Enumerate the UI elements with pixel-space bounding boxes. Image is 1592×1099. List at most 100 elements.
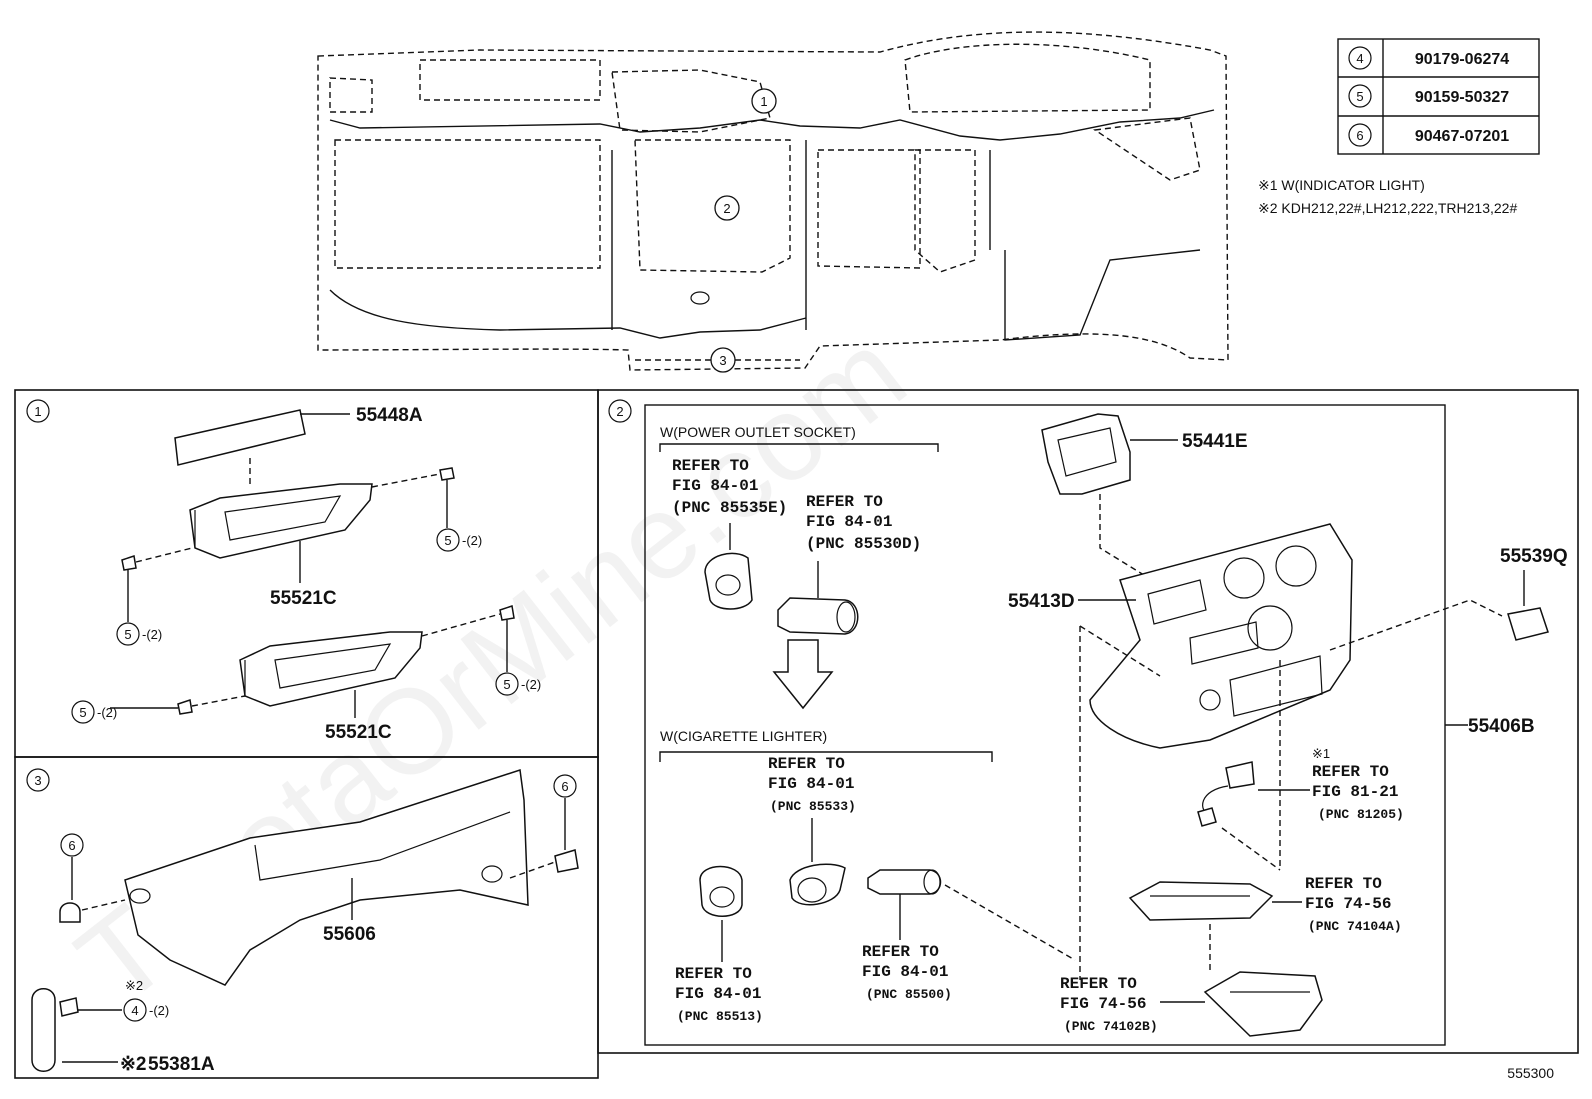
fastener-callout-5b: 5 -(2) xyxy=(116,622,162,646)
svg-text:-(2): -(2) xyxy=(521,677,541,692)
fastener-callout-6a: 6 xyxy=(60,833,84,857)
down-arrow xyxy=(772,639,834,710)
panel1-screws xyxy=(110,467,515,715)
panel3-lower-cover xyxy=(124,769,529,986)
power-outlet-socket-parts xyxy=(704,523,859,635)
fastener-callout-5c: 5 -(2) xyxy=(495,672,541,696)
part-label-55406B: 55406B xyxy=(1468,716,1535,737)
svg-text:REFER TO: REFER TO xyxy=(672,457,749,475)
svg-text:5: 5 xyxy=(79,705,86,720)
svg-text:2: 2 xyxy=(723,201,730,216)
ref-85513: REFER TO FIG 84-01 (PNC 85513) xyxy=(675,965,763,1024)
fastener-row-5: 5 90159-50327 xyxy=(1348,84,1509,108)
bezel-55441E xyxy=(1041,413,1178,589)
svg-text:4: 4 xyxy=(131,1003,138,1018)
svg-text:REFER TO: REFER TO xyxy=(862,943,939,961)
overview-callout-3: 3 xyxy=(710,347,736,373)
svg-text:4: 4 xyxy=(1356,51,1363,66)
svg-text:6: 6 xyxy=(561,779,568,794)
part-label-55413D: 55413D xyxy=(1008,591,1075,612)
ref-74104A: REFER TO FIG 74-56 (PNC 74104A) xyxy=(1305,875,1402,934)
panel3-clips xyxy=(31,798,579,1072)
note-2: ※2 KDH212,22#,LH212,222,TRH213,22# xyxy=(1258,200,1517,216)
note-1: ※1 W(INDICATOR LIGHT) xyxy=(1258,177,1425,193)
panel-2-frame xyxy=(597,389,1579,1054)
svg-text:(PNC 74102B): (PNC 74102B) xyxy=(1064,1019,1158,1034)
svg-text:(PNC 85500): (PNC 85500) xyxy=(866,987,952,1002)
ref-85535E: REFER TO FIG 84-01 (PNC 85535E) xyxy=(672,457,787,517)
svg-text:(PNC 85533): (PNC 85533) xyxy=(770,799,856,814)
part-label-55521C-lower: 55521C xyxy=(325,722,392,743)
center-panel-55413D xyxy=(1078,523,1503,980)
svg-text:(PNC 85530D): (PNC 85530D) xyxy=(806,535,921,553)
overview-callout-2: 2 xyxy=(714,195,740,221)
svg-text:-(2): -(2) xyxy=(149,1003,169,1018)
ref-74102B: REFER TO FIG 74-56 (PNC 74102B) xyxy=(1060,975,1158,1034)
svg-text:REFER TO: REFER TO xyxy=(675,965,752,983)
svg-text:5: 5 xyxy=(444,533,451,548)
svg-text:(PNC 74104A): (PNC 74104A) xyxy=(1308,919,1402,934)
group-heading-power-outlet: W(POWER OUTLET SOCKET) xyxy=(660,424,856,440)
svg-text:1: 1 xyxy=(760,94,767,109)
fastener-callout-6b: 6 xyxy=(553,774,577,798)
panel1-bracket-lower xyxy=(239,631,423,718)
tray-74104A xyxy=(1128,881,1302,972)
svg-text:※2: ※2 xyxy=(125,978,143,993)
cigarette-lighter-parts xyxy=(699,818,1076,962)
svg-text:FIG 74-56: FIG 74-56 xyxy=(1060,995,1146,1013)
part-label-55606: 55606 xyxy=(323,924,376,945)
tray-74102B xyxy=(1160,971,1323,1037)
svg-text:(PNC 85513): (PNC 85513) xyxy=(677,1009,763,1024)
indicator-light-socket xyxy=(1197,761,1310,871)
part-label-55448A: 55448A xyxy=(356,405,423,426)
part-label-55381A-prefix: ※2 xyxy=(120,1054,147,1075)
ref-81205: ※1 REFER TO FIG 81-21 (PNC 81205) xyxy=(1312,746,1404,822)
svg-text:FIG 74-56: FIG 74-56 xyxy=(1305,895,1391,913)
svg-text:※1: ※1 xyxy=(1312,746,1330,761)
svg-text:REFER TO: REFER TO xyxy=(1305,875,1382,893)
instrument-panel-overview xyxy=(317,31,1229,371)
svg-text:1: 1 xyxy=(34,404,41,419)
fastener-table: 4 90179-06274 5 90159-50327 6 90467-0720… xyxy=(1337,38,1540,155)
svg-text:REFER TO: REFER TO xyxy=(806,493,883,511)
panel-2-number: 2 xyxy=(608,399,632,423)
svg-text:REFER TO: REFER TO xyxy=(1312,763,1389,781)
svg-text:6: 6 xyxy=(1356,128,1363,143)
part-label-55539Q: 55539Q xyxy=(1500,546,1568,567)
svg-text:5: 5 xyxy=(503,677,510,692)
svg-text:FIG 84-01: FIG 84-01 xyxy=(768,775,854,793)
svg-text:(PNC 85535E): (PNC 85535E) xyxy=(672,499,787,517)
part-label-55381A: 55381A xyxy=(148,1054,215,1075)
svg-text:2: 2 xyxy=(616,404,623,419)
svg-text:REFER TO: REFER TO xyxy=(1060,975,1137,993)
panel-1-number: 1 xyxy=(26,399,50,423)
svg-text:3: 3 xyxy=(719,353,726,368)
svg-text:6: 6 xyxy=(68,838,75,853)
panel1-bracket-upper xyxy=(189,483,373,583)
fastener-row-4: 4 90179-06274 xyxy=(1348,46,1509,70)
ref-85533: REFER TO FIG 84-01 (PNC 85533) xyxy=(768,755,856,814)
svg-text:-(2): -(2) xyxy=(97,705,117,720)
svg-text:90179-06274: 90179-06274 xyxy=(1415,51,1509,68)
svg-text:-(2): -(2) xyxy=(462,533,482,548)
svg-text:3: 3 xyxy=(34,773,41,788)
svg-text:90467-07201: 90467-07201 xyxy=(1415,128,1509,145)
panel-3-number: 3 xyxy=(26,768,50,792)
svg-text:FIG 84-01: FIG 84-01 xyxy=(675,985,761,1003)
svg-text:FIG 84-01: FIG 84-01 xyxy=(672,477,758,495)
panel1-cover-strip xyxy=(174,409,350,486)
part-label-55521C-upper: 55521C xyxy=(270,588,337,609)
group-heading-cigarette-lighter: W(CIGARETTE LIGHTER) xyxy=(660,728,827,744)
switch-55539Q xyxy=(1507,570,1549,641)
fastener-callout-5a: 5 -(2) xyxy=(436,528,482,552)
fastener-callout-4: ※2 4 -(2) xyxy=(123,978,169,1022)
ref-85500: REFER TO FIG 84-01 (PNC 85500) xyxy=(862,943,952,1002)
overview-callout-1: 1 xyxy=(751,88,777,114)
svg-text:-(2): -(2) xyxy=(142,627,162,642)
ref-85530D: REFER TO FIG 84-01 (PNC 85530D) xyxy=(806,493,921,553)
svg-text:90159-50327: 90159-50327 xyxy=(1415,89,1509,106)
svg-text:FIG 81-21: FIG 81-21 xyxy=(1312,783,1398,801)
svg-text:5: 5 xyxy=(124,627,131,642)
svg-text:(PNC 81205): (PNC 81205) xyxy=(1318,807,1404,822)
